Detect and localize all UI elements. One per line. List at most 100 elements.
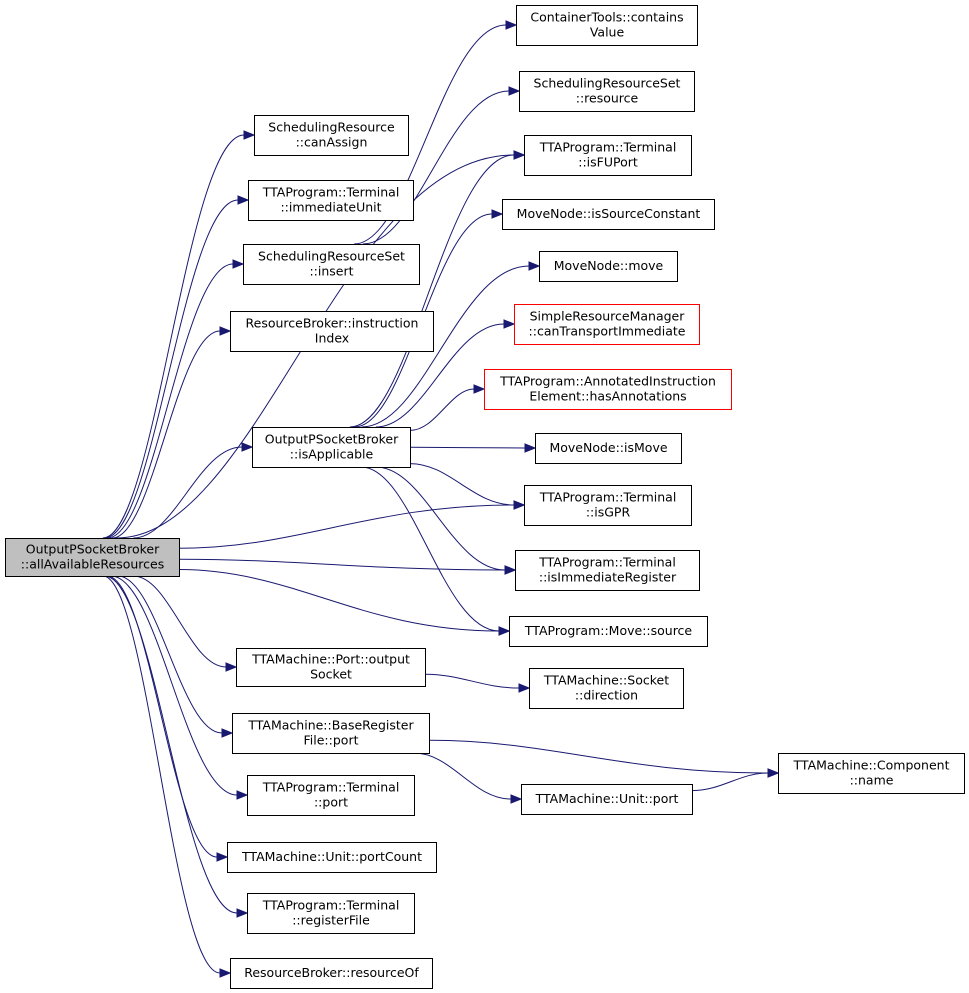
node-isApplicable[interactable]: OutputPSocketBroker::isApplicable bbox=[252, 427, 411, 468]
node-label-line: TTAProgram::Terminal bbox=[262, 898, 400, 913]
arrowhead-icon bbox=[473, 384, 486, 394]
node-label-line: TTAProgram::AnnotatedInstruction bbox=[499, 374, 716, 389]
node-unitPort[interactable]: TTAMachine::Unit::port bbox=[521, 784, 693, 815]
node-label-line: ::canAssign bbox=[296, 135, 368, 150]
node-isSourceConstant[interactable]: MoveNode::isSourceConstant bbox=[502, 199, 715, 230]
node-label-line: MoveNode::isSourceConstant bbox=[517, 206, 701, 221]
node-isMove[interactable]: MoveNode::isMove bbox=[535, 433, 682, 464]
arrowhead-icon bbox=[513, 150, 526, 160]
node-label-line: ::allAvailableResources bbox=[21, 557, 164, 572]
node-label-line: ::port bbox=[314, 795, 348, 810]
edge-line bbox=[178, 558, 506, 571]
node-label-line: TTAMachine::Component bbox=[793, 758, 950, 773]
node-label-line: ::isApplicable bbox=[290, 447, 374, 462]
node-box bbox=[535, 433, 682, 464]
node-label-line: TTAMachine::Socket bbox=[543, 673, 669, 688]
node-terminalPort[interactable]: TTAProgram::Terminal::port bbox=[247, 775, 415, 816]
edge-line bbox=[354, 24, 507, 245]
node-componentName[interactable]: TTAMachine::Component::name bbox=[778, 753, 965, 794]
edge-line bbox=[117, 575, 223, 734]
edge-line bbox=[349, 154, 515, 428]
node-socketDirection[interactable]: TTAMachine::Socket::direction bbox=[529, 668, 684, 709]
edge-root-to-outputSocket bbox=[133, 575, 238, 672]
arrowhead-icon bbox=[491, 209, 504, 219]
edge-line bbox=[133, 575, 227, 668]
node-isFUPort[interactable]: TTAProgram::Terminal::isFUPort bbox=[524, 135, 692, 176]
node-mnMove[interactable]: MoveNode::move bbox=[539, 251, 678, 282]
node-label-line: ::isGPR bbox=[586, 505, 631, 520]
arrowhead-icon bbox=[236, 908, 249, 918]
arrowhead-icon bbox=[518, 683, 531, 693]
node-label-line: Socket bbox=[310, 667, 352, 682]
node-label-line: SchedulingResourceSet bbox=[534, 76, 681, 91]
node-hasAnnotations[interactable]: TTAProgram::AnnotatedInstructionElement:… bbox=[484, 369, 732, 410]
node-box bbox=[247, 775, 415, 816]
arrowhead-icon bbox=[243, 130, 256, 140]
edge-root-to-portCount bbox=[107, 575, 229, 862]
node-box bbox=[248, 180, 414, 221]
edge-root-to-terminalPort bbox=[110, 575, 249, 800]
edge-line bbox=[178, 569, 500, 632]
node-label-line: File::port bbox=[304, 733, 359, 748]
edge-line bbox=[414, 752, 512, 800]
node-label-line: ContainerTools::contains bbox=[530, 10, 683, 25]
edge-root-to-srsInsert bbox=[107, 259, 245, 539]
node-label-line: TTAMachine::Unit::portCount bbox=[241, 849, 422, 864]
node-canAssign[interactable]: SchedulingResource::canAssign bbox=[254, 115, 409, 156]
node-registerFile[interactable]: TTAProgram::Terminal::registerFile bbox=[247, 893, 415, 934]
node-canTransportImmediate[interactable]: SimpleResourceManager::canTransportImmed… bbox=[514, 304, 700, 345]
node-box bbox=[519, 71, 695, 112]
node-box bbox=[778, 753, 965, 794]
edge-isApplicable-to-isMove bbox=[409, 443, 537, 453]
edge-line bbox=[178, 504, 515, 549]
edge-root-to-instructionIndex bbox=[112, 326, 232, 539]
node-portCount[interactable]: TTAMachine::Unit::portCount bbox=[227, 842, 437, 873]
node-box bbox=[524, 485, 692, 526]
node-srsInsert[interactable]: SchedulingResourceSet::insert bbox=[243, 244, 420, 285]
arrowhead-icon bbox=[219, 326, 232, 336]
node-moveSource[interactable]: TTAProgram::Move::source bbox=[509, 616, 708, 647]
node-box bbox=[227, 842, 437, 873]
edge-line bbox=[428, 739, 769, 774]
node-label-line: ::resource bbox=[576, 91, 639, 106]
node-isImmediateRegister[interactable]: TTAProgram::Terminal::isImmediateRegiste… bbox=[515, 550, 700, 591]
node-box bbox=[252, 427, 411, 468]
edge-isApplicable-to-hasAnnotations bbox=[409, 384, 486, 431]
node-label-line: ::direction bbox=[575, 688, 638, 703]
edge-brfPort-to-unitPort bbox=[414, 752, 523, 804]
node-immediateUnit[interactable]: TTAProgram::Terminal::immediateUnit bbox=[248, 180, 414, 221]
node-box bbox=[502, 199, 715, 230]
node-resourceOf[interactable]: ResourceBroker::resourceOf bbox=[230, 958, 433, 989]
node-box bbox=[254, 115, 409, 156]
node-srsResource[interactable]: SchedulingResourceSet::resource bbox=[519, 71, 695, 112]
node-label-line: OutputPSocketBroker bbox=[26, 542, 160, 557]
edge-line bbox=[110, 575, 238, 796]
node-label-line: TTAProgram::Terminal bbox=[539, 140, 677, 155]
edge-srsInsert-to-srsResource bbox=[362, 86, 521, 245]
edge-line bbox=[361, 466, 500, 632]
node-root[interactable]: OutputPSocketBroker::allAvailableResourc… bbox=[5, 538, 180, 577]
edge-isApplicable-to-mnMove bbox=[361, 261, 541, 428]
arrowhead-icon bbox=[225, 662, 238, 672]
edge-root-to-resourceOf bbox=[102, 575, 232, 978]
node-label-line: OutputPSocketBroker bbox=[265, 432, 399, 447]
node-label-line: ResourceBroker::resourceOf bbox=[244, 965, 419, 980]
arrowhead-icon bbox=[503, 319, 516, 329]
node-label-line: TTAMachine::Port::output bbox=[251, 652, 410, 667]
node-isGPR[interactable]: TTAProgram::Terminal::isGPR bbox=[524, 485, 692, 526]
arrowhead-icon bbox=[767, 768, 780, 778]
node-box bbox=[230, 311, 434, 352]
node-box bbox=[230, 958, 433, 989]
node-label-line: TTAProgram::Terminal bbox=[262, 780, 400, 795]
edge-srsInsert-to-containsValue bbox=[354, 20, 518, 245]
node-label-line: ::canTransportImmediate bbox=[529, 324, 686, 339]
arrowhead-icon bbox=[236, 790, 249, 800]
edge-line bbox=[104, 575, 238, 914]
node-label-line: SchedulingResourceSet bbox=[258, 249, 405, 264]
node-label-line: Element::hasAnnotations bbox=[529, 389, 686, 404]
edge-root-to-isGPR bbox=[178, 500, 526, 549]
